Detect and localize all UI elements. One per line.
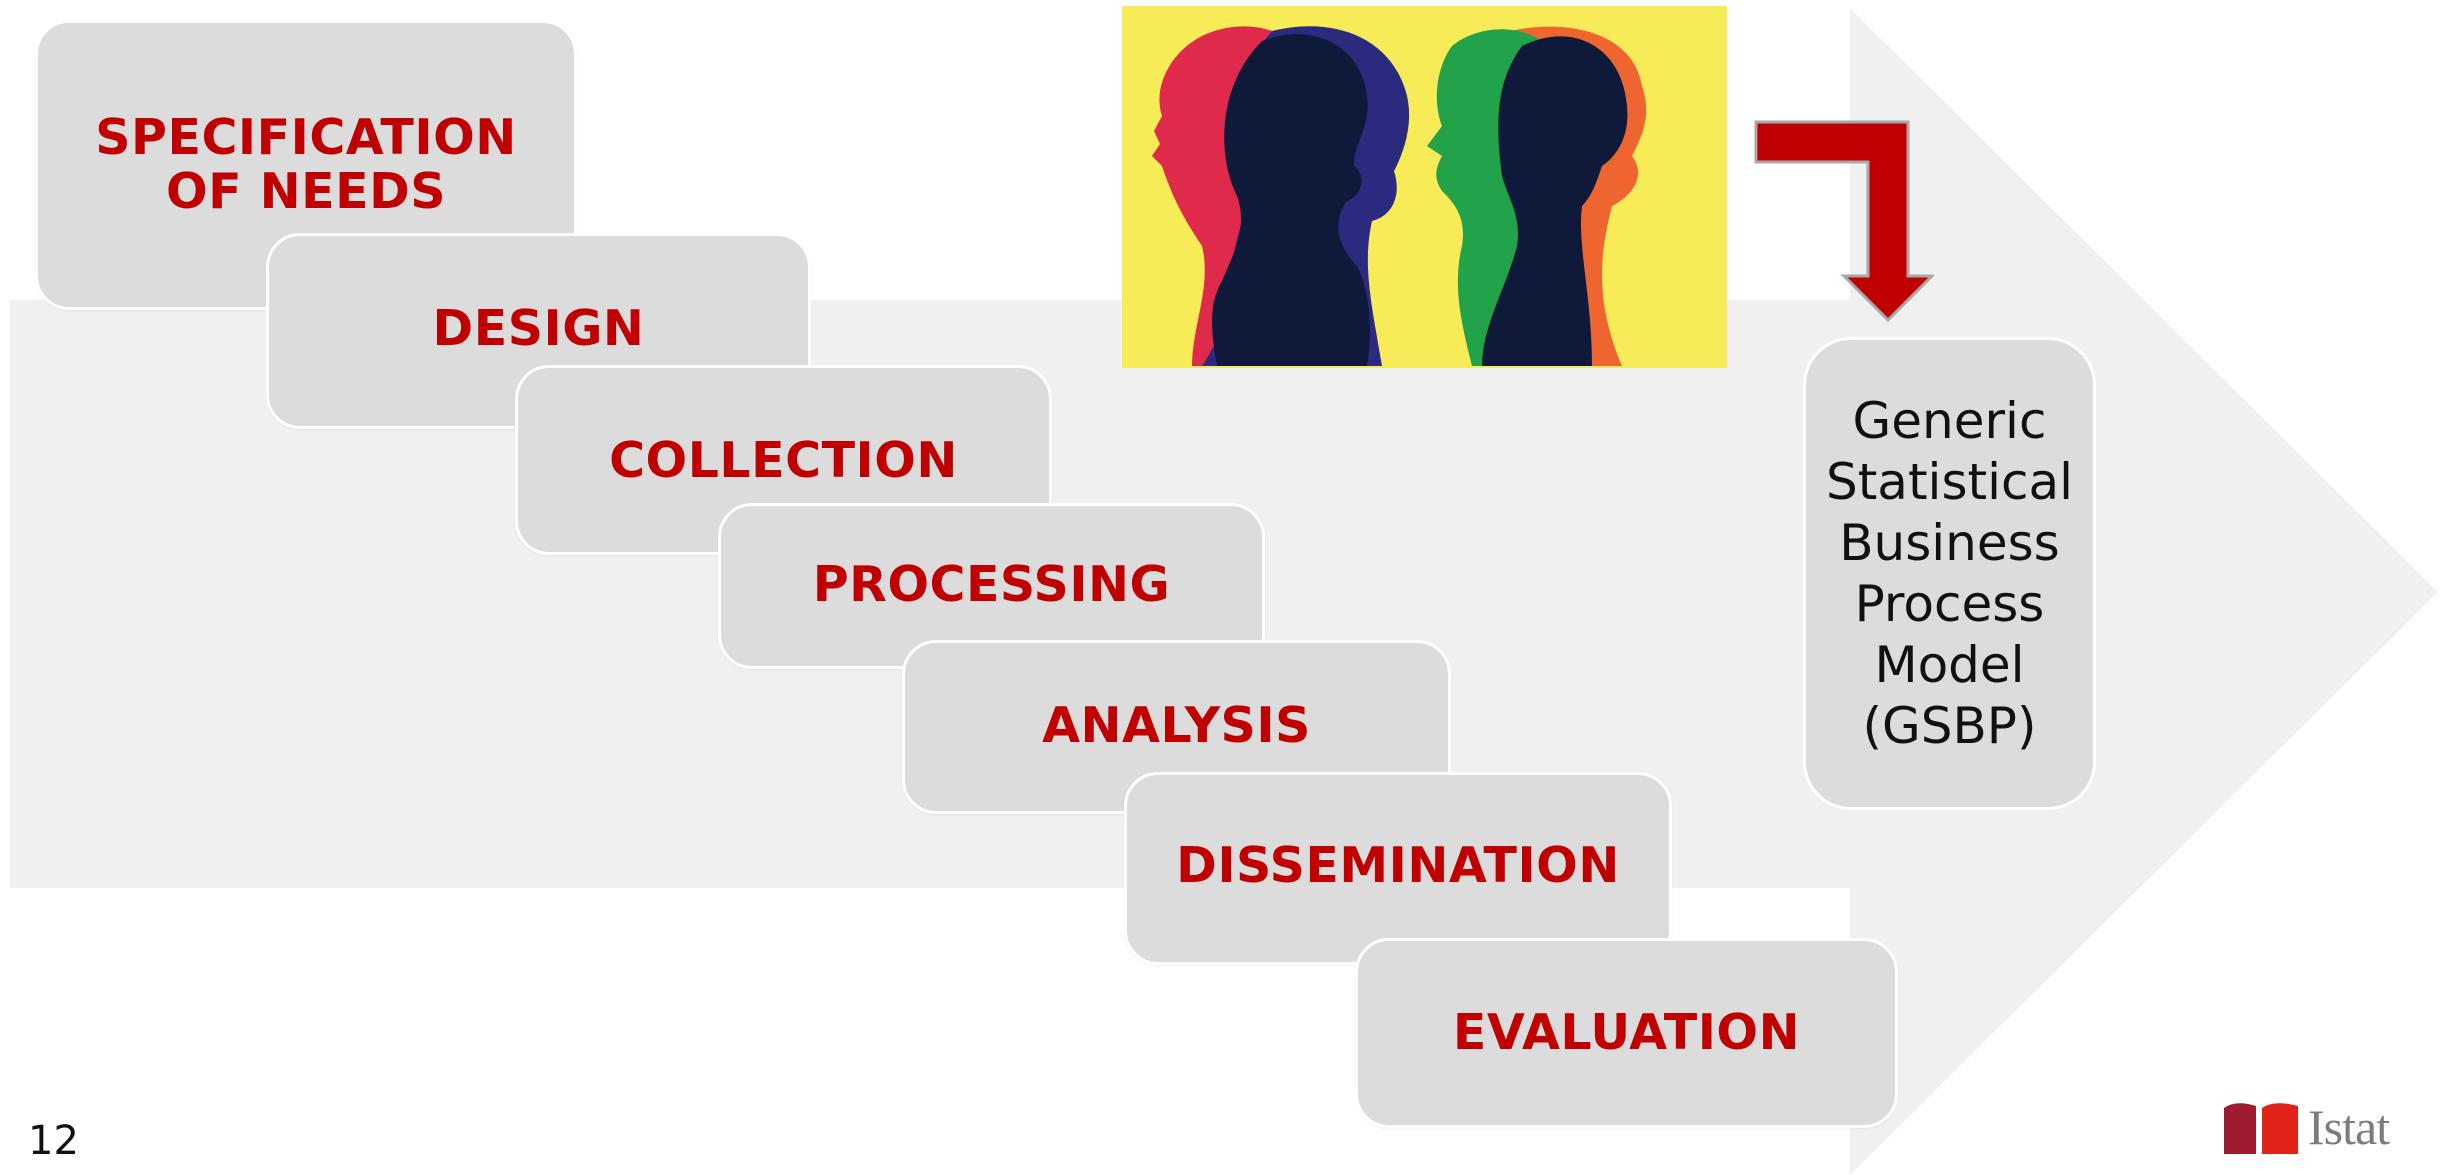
step-specification-of-needs: SPECIFICATION OF NEEDS (35, 20, 577, 310)
istat-logo-mark-icon (2224, 1103, 2298, 1154)
step-label: DESIGN (432, 300, 645, 357)
step-label: SPECIFICATION OF NEEDS (95, 109, 517, 220)
page-number: 12 (28, 1118, 79, 1164)
istat-logo: Istat (2222, 1098, 2422, 1158)
corner-down-arrow-icon (1754, 120, 1934, 323)
step-label: ANALYSIS (1042, 697, 1311, 754)
step-dissemination: DISSEMINATION (1124, 772, 1672, 965)
istat-logo-text: Istat (2308, 1099, 2390, 1155)
gsbp-model-label: Generic Statistical Business Process Mod… (1825, 391, 2074, 755)
step-label: EVALUATION (1452, 1004, 1801, 1062)
head-silhouettes-illustration (1122, 6, 1727, 368)
step-label: PROCESSING (812, 556, 1171, 613)
silhouette-icon (1122, 6, 1727, 368)
step-label: COLLECTION (609, 432, 958, 489)
gsbp-model-box: Generic Statistical Business Process Mod… (1803, 337, 2096, 810)
step-evaluation: EVALUATION (1355, 938, 1898, 1128)
step-label: DISSEMINATION (1176, 837, 1620, 894)
